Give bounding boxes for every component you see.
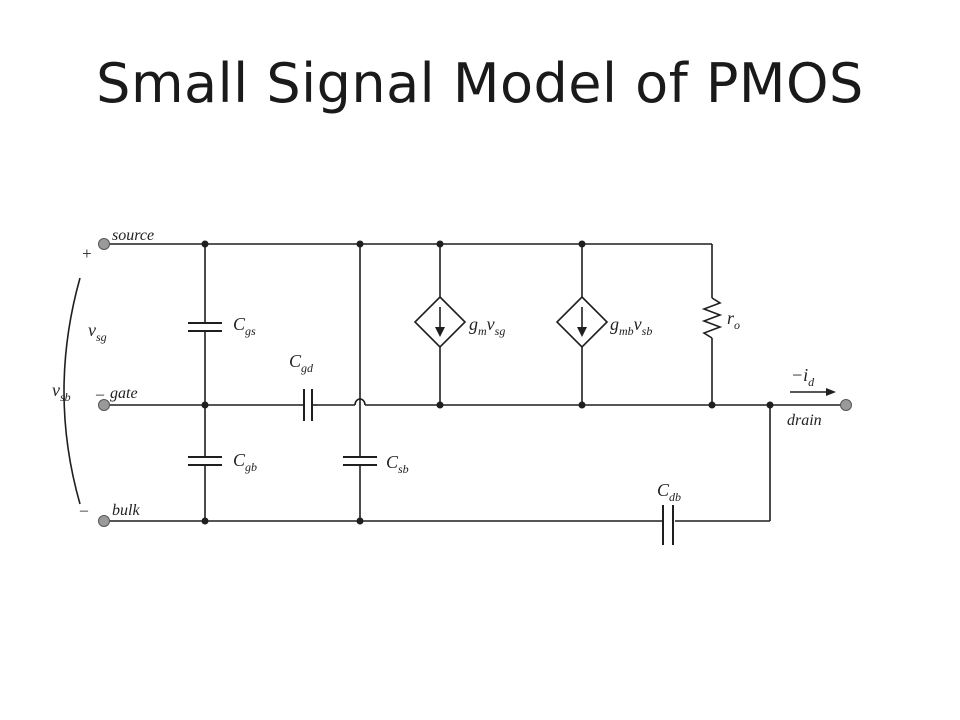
- wires: [108, 243, 845, 522]
- source-terminal: [98, 238, 110, 250]
- vsb-bracket: [63, 277, 81, 505]
- drain-terminal: [840, 399, 852, 411]
- cdb-label: Cdb: [657, 480, 681, 504]
- drain-label: drain: [787, 412, 822, 429]
- capacitor-cgb: [188, 456, 222, 466]
- vsg-label: vsg: [88, 320, 107, 344]
- bulk-label: bulk: [112, 502, 140, 519]
- capacitor-cdb: [662, 505, 674, 545]
- vsb-label: vsb: [52, 380, 71, 404]
- gm-source-label: gmvsg: [469, 314, 505, 338]
- gate-label: gate: [110, 385, 138, 402]
- gate-minus-sign: –: [95, 386, 105, 403]
- ro-label: ro: [727, 308, 740, 332]
- cgb-label: Cgb: [233, 450, 257, 474]
- dependent-source-gmb: [555, 295, 609, 349]
- cgd-label: Cgd: [289, 351, 314, 375]
- page-title: Small Signal Model of PMOS: [96, 52, 864, 115]
- plus-sign: +: [81, 244, 92, 263]
- gate-terminal: [98, 399, 110, 411]
- capacitor-cgd: [270, 389, 318, 421]
- junction-dots: [201, 240, 774, 525]
- id-label: −id: [791, 365, 815, 389]
- drain-current-arrow: [790, 388, 836, 396]
- bulk-minus-sign: –: [79, 502, 89, 519]
- capacitor-cgs: [188, 322, 222, 332]
- cgs-label: Cgs: [233, 314, 256, 338]
- source-label: source: [112, 227, 154, 244]
- bulk-terminal: [98, 515, 110, 527]
- capacitor-csb: [343, 456, 377, 466]
- csb-label: Csb: [386, 452, 409, 476]
- gmb-source-label: gmbvsb: [610, 314, 652, 338]
- dependent-source-gm: [413, 295, 467, 349]
